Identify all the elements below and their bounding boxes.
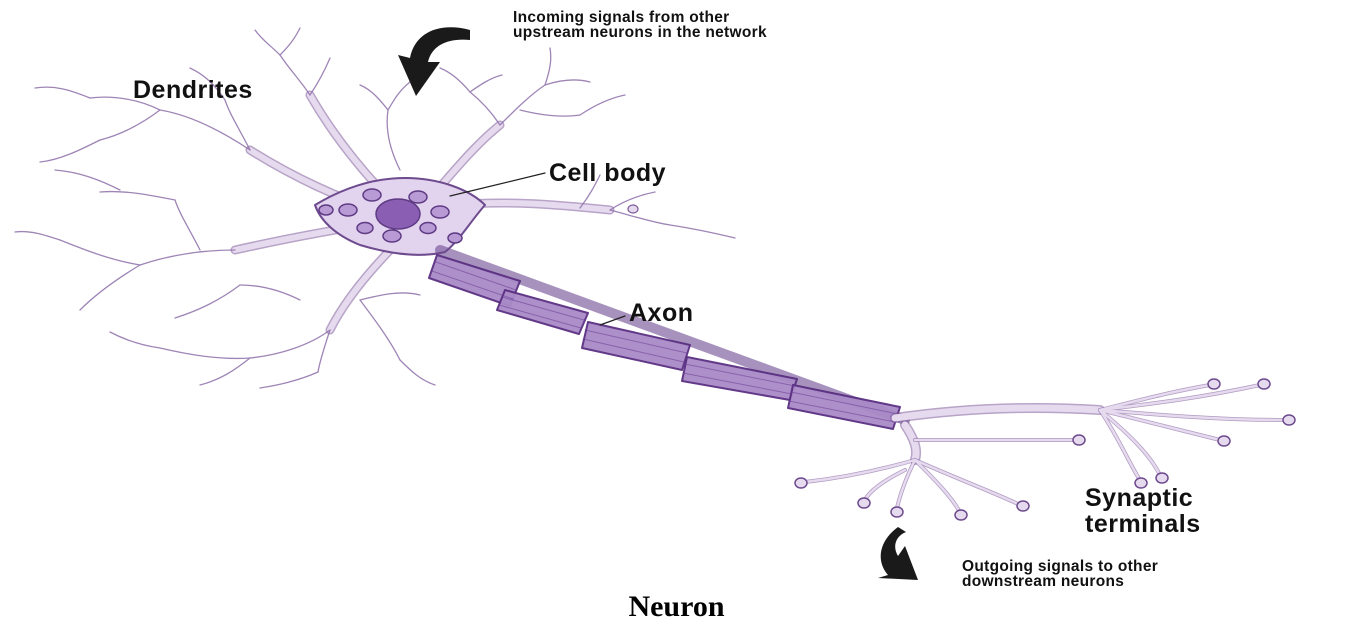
outgoing-signals-line-1: Outgoing signals to other	[962, 559, 1158, 574]
outgoing-signals-line-2: downstream neurons	[962, 574, 1158, 589]
dendrites-label: Dendrites	[133, 76, 253, 105]
synaptic-terminals-label: Synaptic terminals	[1085, 485, 1201, 537]
nucleus	[376, 199, 420, 229]
cell-body-label: Cell body	[549, 159, 666, 188]
figure-caption: Neuron	[0, 590, 1353, 624]
axon	[429, 250, 905, 429]
cell-body	[315, 173, 545, 255]
incoming-signals-line-2: upstream neurons in the network	[513, 25, 767, 40]
incoming-signals-line-1: Incoming signals from other	[513, 10, 767, 25]
incoming-signals-label: Incoming signals from other upstream neu…	[513, 10, 767, 40]
outgoing-signals-label: Outgoing signals to other downstream neu…	[962, 559, 1158, 589]
synaptic-terminals-line-2: terminals	[1085, 511, 1201, 537]
synaptic-terminals-line-1: Synaptic	[1085, 485, 1201, 511]
outgoing-arrow-icon	[878, 527, 918, 580]
incoming-arrow-icon	[398, 27, 470, 96]
axon-label: Axon	[629, 299, 694, 328]
